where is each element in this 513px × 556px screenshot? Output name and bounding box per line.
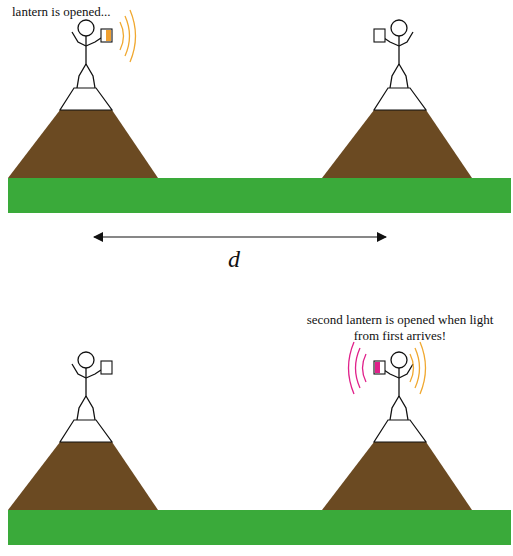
note-text: lantern is opened... bbox=[12, 4, 111, 20]
distance-label: d bbox=[228, 244, 240, 274]
note-text: second lantern is opened when light from… bbox=[300, 312, 500, 345]
